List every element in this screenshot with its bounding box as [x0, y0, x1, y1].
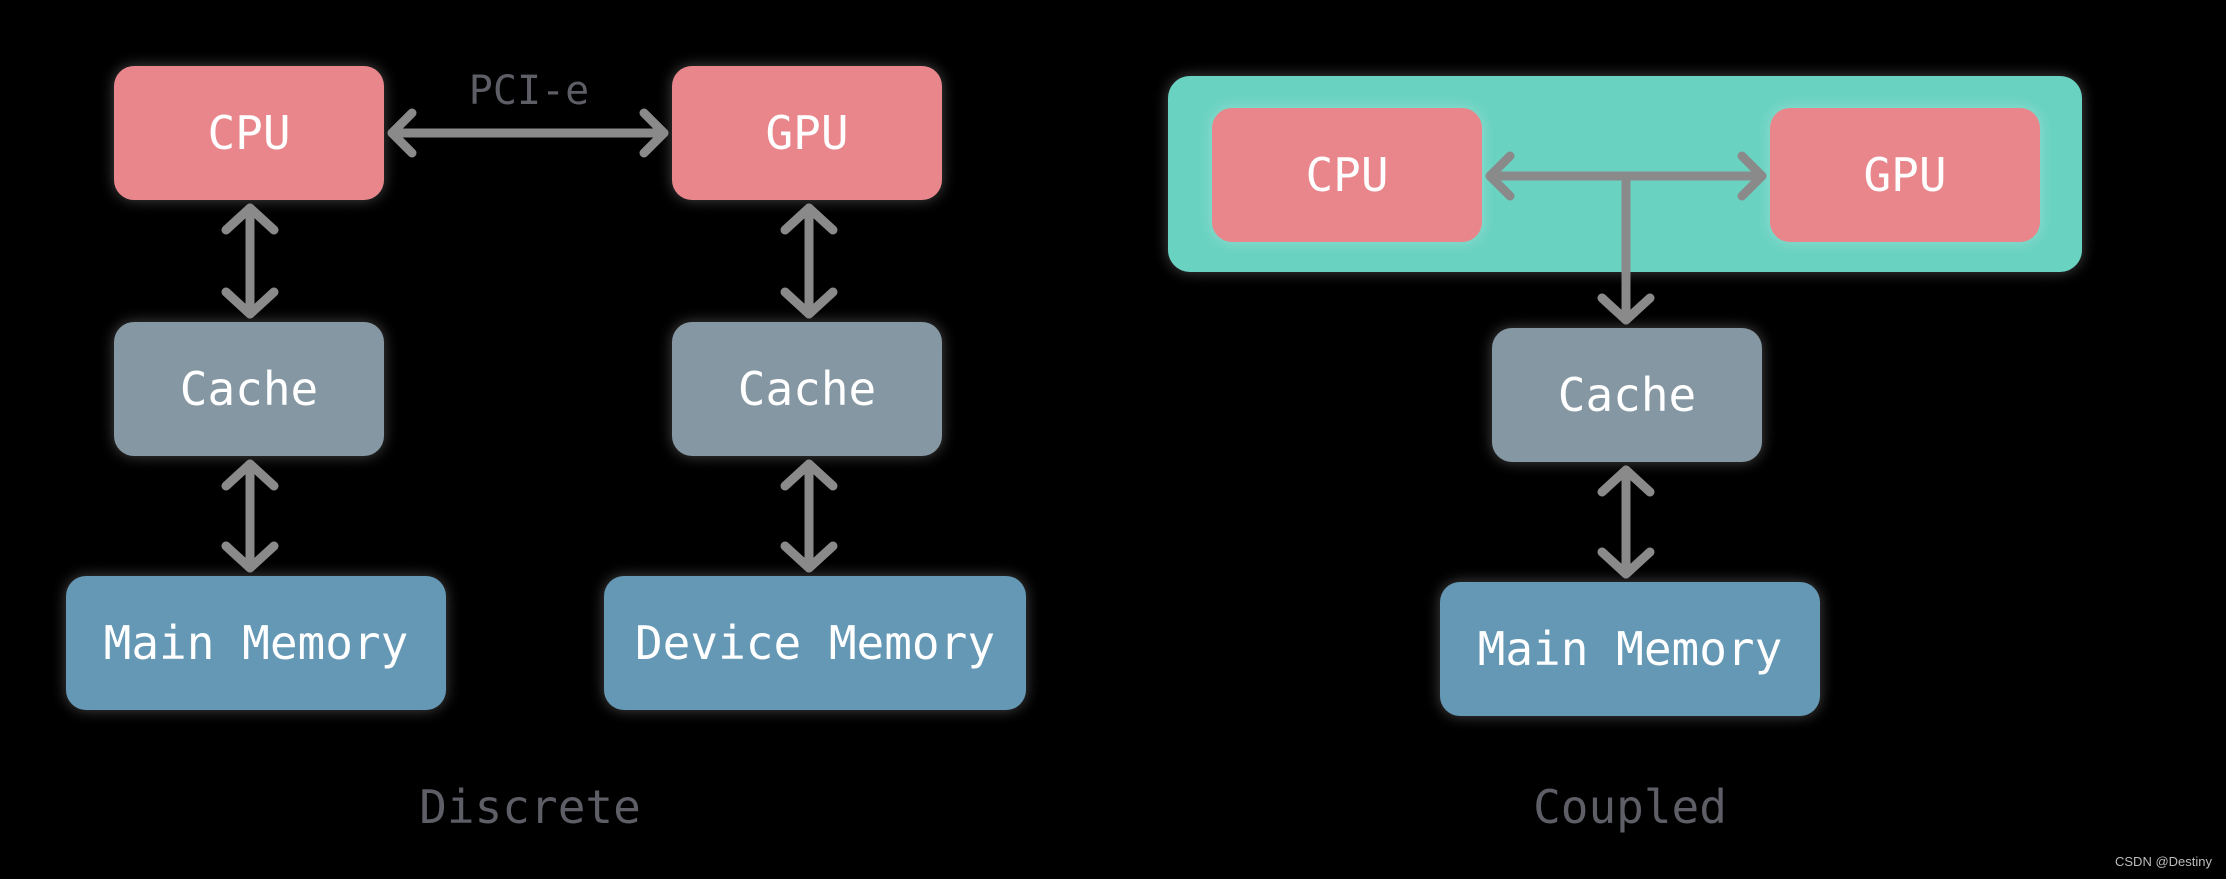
- discrete-gpu-box: GPU: [672, 66, 942, 200]
- coupled-cpu-box: CPU: [1212, 108, 1482, 242]
- discrete-gpu-cache-arrow: [780, 203, 838, 319]
- discrete-device-memory-box: Device Memory: [604, 576, 1026, 710]
- coupled-bus-arrow: [1485, 151, 1767, 325]
- coupled-caption: Coupled: [1533, 780, 1727, 834]
- discrete-cache-device-memory-arrow: [780, 459, 838, 573]
- pcie-label: PCI-e: [468, 68, 590, 114]
- pcie-arrow: [387, 108, 669, 158]
- discrete-gpu-label: GPU: [765, 106, 849, 160]
- discrete-gpu-cache-box: Cache: [672, 322, 942, 456]
- discrete-gpu-cache-label: Cache: [737, 362, 877, 416]
- discrete-cache-memory-arrow: [221, 459, 279, 573]
- discrete-cpu-label: CPU: [207, 106, 291, 160]
- discrete-cpu-box: CPU: [114, 66, 384, 200]
- discrete-device-memory-label: Device Memory: [634, 616, 996, 670]
- coupled-cache-label: Cache: [1557, 368, 1697, 422]
- coupled-cache-memory-arrow: [1597, 465, 1655, 579]
- discrete-cpu-cache-arrow: [221, 203, 279, 319]
- coupled-gpu-box: GPU: [1770, 108, 2040, 242]
- discrete-main-memory-box: Main Memory: [66, 576, 446, 710]
- discrete-cpu-cache-label: Cache: [179, 362, 319, 416]
- coupled-cache-box: Cache: [1492, 328, 1762, 462]
- watermark: CSDN @Destiny: [2115, 854, 2212, 869]
- discrete-main-memory-label: Main Memory: [103, 616, 409, 670]
- coupled-main-memory-box: Main Memory: [1440, 582, 1820, 716]
- coupled-gpu-label: GPU: [1863, 148, 1947, 202]
- discrete-cpu-cache-box: Cache: [114, 322, 384, 456]
- discrete-caption: Discrete: [419, 780, 641, 834]
- coupled-main-memory-label: Main Memory: [1477, 622, 1783, 676]
- coupled-cpu-label: CPU: [1305, 148, 1389, 202]
